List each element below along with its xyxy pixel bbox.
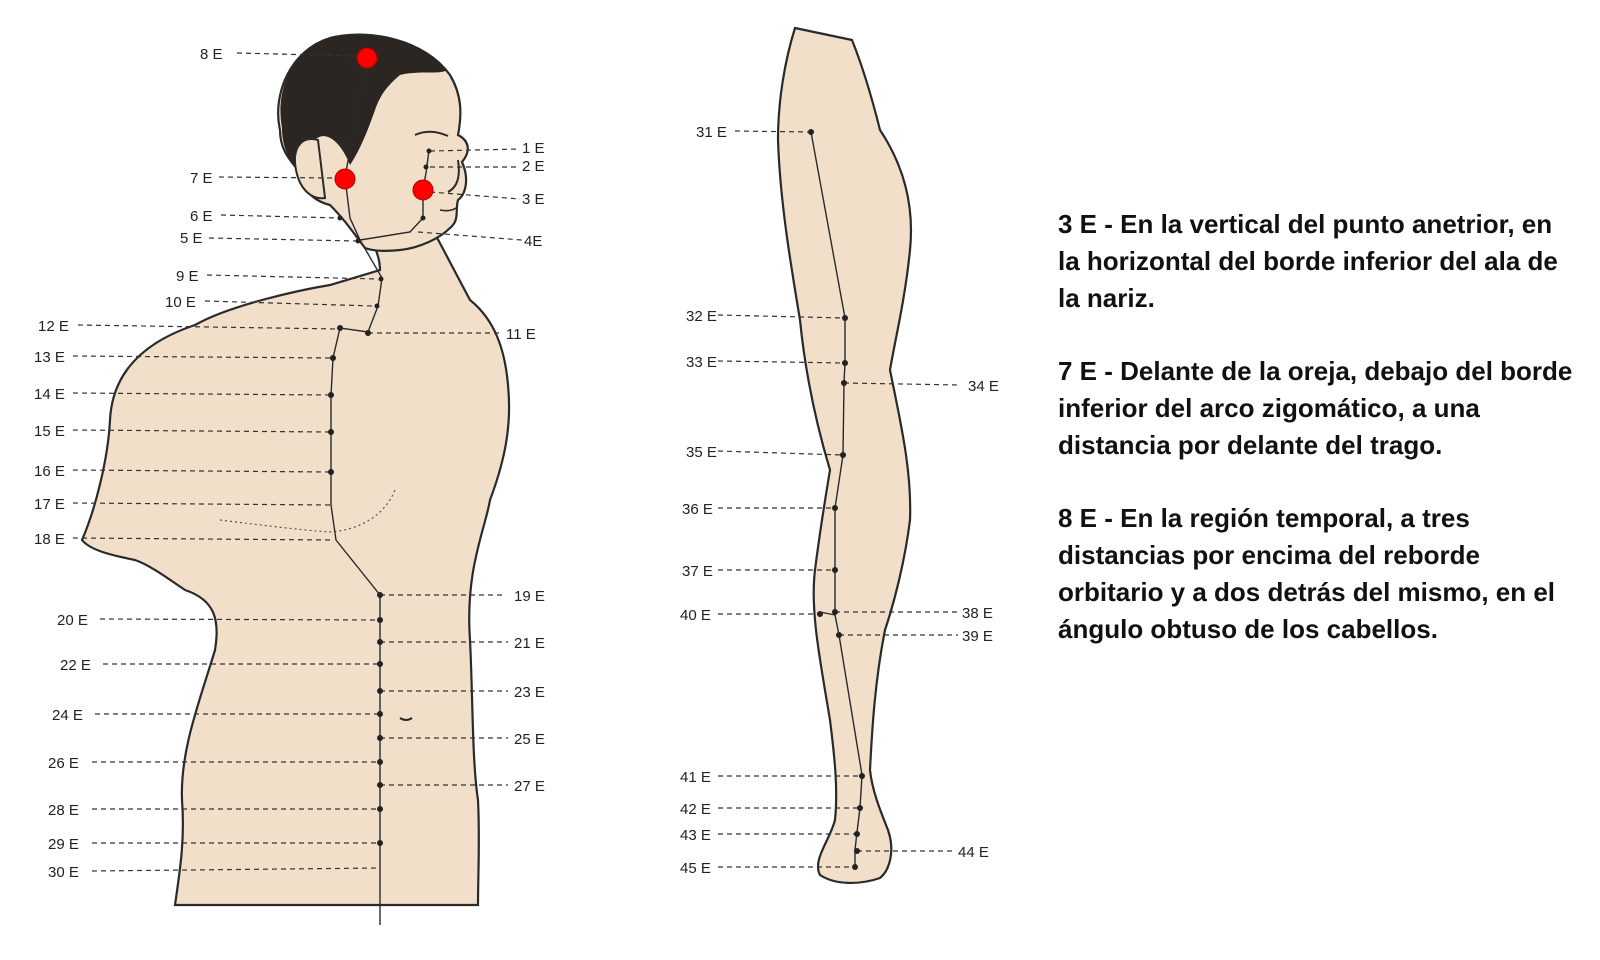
- label-1e: 1 E: [522, 140, 545, 157]
- label-23e: 23 E: [514, 684, 545, 701]
- label-15e: 15 E: [34, 423, 65, 440]
- label-44e: 44 E: [958, 844, 989, 861]
- label-14e: 14 E: [34, 386, 65, 403]
- description-7e: 7 E - Delante de la oreja, debajo del bo…: [1058, 356, 1573, 460]
- label-19e: 19 E: [514, 588, 545, 605]
- label-22e: 22 E: [60, 657, 91, 674]
- highlighted-points: [334, 47, 434, 201]
- label-33e: 33 E: [686, 354, 717, 371]
- description-8e: 8 E - En la región temporal, a tres dist…: [1058, 503, 1556, 644]
- leg-meridian-line: [810, 131, 863, 865]
- label-8e: 8 E: [200, 46, 223, 63]
- hair: [280, 35, 447, 170]
- label-3e: 3 E: [522, 191, 545, 208]
- nose: [447, 159, 460, 193]
- highlight-point-3e: [412, 179, 434, 201]
- torso-points: [328, 148, 432, 846]
- highlight-point-8e: [356, 47, 378, 69]
- label-34e: 34 E: [968, 378, 999, 395]
- label-6e: 6 E: [190, 208, 213, 225]
- label-39e: 39 E: [962, 628, 993, 645]
- label-17e: 17 E: [34, 496, 65, 513]
- label-20e: 20 E: [57, 612, 88, 629]
- torso-meridian-line: [330, 57, 383, 925]
- torso-leaders: [72, 52, 523, 872]
- label-27e: 27 E: [514, 778, 545, 795]
- torso-labels: 8 E 1 E 2 E 7 E 3 E 6 E 5 E 4E 9 E 10 E …: [34, 46, 545, 881]
- label-16e: 16 E: [34, 463, 65, 480]
- description-3e: 3 E - En la vertical del punto anetrior,…: [1058, 209, 1558, 313]
- label-10e: 10 E: [165, 294, 196, 311]
- leg-labels: 31 E 32 E 33 E 34 E 35 E 36 E 37 E 40 E …: [680, 124, 999, 877]
- label-32e: 32 E: [686, 308, 717, 325]
- label-42e: 42 E: [680, 801, 711, 818]
- label-7e: 7 E: [190, 170, 213, 187]
- label-30e: 30 E: [48, 864, 79, 881]
- label-29e: 29 E: [48, 836, 79, 853]
- label-21e: 21 E: [514, 635, 545, 652]
- label-2e: 2 E: [522, 158, 545, 175]
- label-26e: 26 E: [48, 755, 79, 772]
- label-38e: 38 E: [962, 605, 993, 622]
- ear: [294, 138, 327, 200]
- label-13e: 13 E: [34, 349, 65, 366]
- label-37e: 37 E: [682, 563, 713, 580]
- mouth: [439, 207, 457, 212]
- navel: [399, 717, 413, 721]
- label-45e: 45 E: [680, 860, 711, 877]
- leg-leaders: [717, 130, 961, 868]
- chest-contour: [219, 489, 396, 533]
- label-40e: 40 E: [680, 607, 711, 624]
- label-18e: 18 E: [34, 531, 65, 548]
- leg-points: [808, 129, 865, 870]
- label-4e: 4E: [524, 233, 542, 250]
- label-5e: 5 E: [180, 230, 203, 247]
- point-descriptions: 3 E - En la vertical del punto anetrior,…: [1058, 206, 1578, 684]
- label-35e: 35 E: [686, 444, 717, 461]
- eye: [414, 130, 449, 137]
- torso-body: [80, 228, 511, 907]
- label-12e: 12 E: [38, 318, 69, 335]
- highlight-point-7e: [334, 168, 356, 190]
- label-25e: 25 E: [514, 731, 545, 748]
- label-36e: 36 E: [682, 501, 713, 518]
- label-11e: 11 E: [506, 326, 536, 343]
- label-43e: 43 E: [680, 827, 711, 844]
- label-24e: 24 E: [52, 707, 83, 724]
- torso-figure: [80, 33, 511, 925]
- label-28e: 28 E: [48, 802, 79, 819]
- label-9e: 9 E: [176, 268, 199, 285]
- label-41e: 41 E: [680, 769, 711, 786]
- label-31e: 31 E: [696, 124, 727, 141]
